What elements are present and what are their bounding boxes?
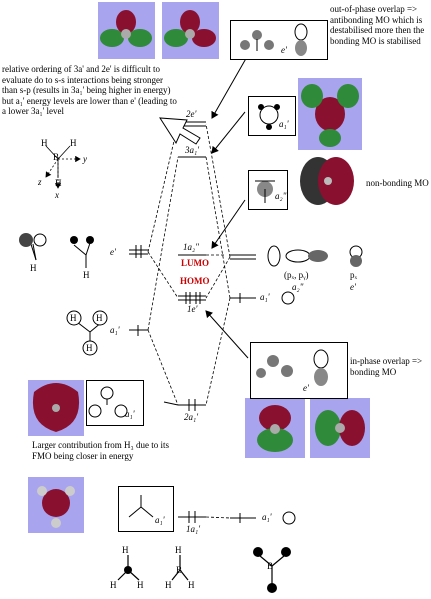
mo-image-1e-a [245, 398, 305, 458]
level-1a2pp: 1a₂" [183, 242, 199, 252]
bottom-h3: H [137, 580, 144, 590]
note-bonding: in-phase overlap => bonding MO [350, 356, 423, 377]
bottom-h5: H [165, 580, 172, 590]
bottom-h1: H [122, 545, 129, 555]
atom-h-label-1: H [41, 138, 48, 148]
level-2a1: 2a₁' [184, 412, 199, 422]
frag-right-a1-top: a₁' [260, 292, 270, 302]
h3-a1-h-3: H [86, 343, 93, 353]
mo-image-1e-b [310, 398, 370, 458]
h3-a1-h-1: H [70, 313, 77, 323]
mo-image-2e-a [98, 2, 155, 59]
mo-image-3a1 [298, 78, 362, 150]
note-nonbonding: non-bonding MO [366, 178, 429, 188]
frag-right-a1-bottom: a₁' [262, 512, 272, 522]
axis-z-label: z [38, 177, 42, 187]
box-a1-top: a₁' [248, 96, 296, 136]
box-a1-left: a₁' [86, 380, 144, 426]
box-a2pp-label: a₂" [275, 191, 287, 201]
mo-image-1a1 [28, 477, 84, 533]
atom-b-label: B [53, 152, 60, 162]
note-ordering: relative ordering of 3a' and 2e' is diff… [2, 64, 177, 116]
note-larger-contribution: Larger contribution from H₃ due to its F… [32, 440, 169, 461]
mo-image-2a1 [28, 380, 84, 436]
axis-x-label: x [55, 190, 59, 200]
atom-h-label-3: H [55, 178, 62, 188]
bottom-b2: B [267, 561, 274, 571]
h3-a1-orbital [62, 308, 110, 356]
bottom-h2: H [110, 580, 117, 590]
p-orbitals-graphic [266, 244, 376, 268]
box-e-bottom: e' [250, 342, 348, 399]
note-antibonding: out-of-phase overlap => antibonding MO w… [330, 4, 425, 46]
h3-e-orbital-a [16, 228, 48, 268]
box-a1-top-label: a₁' [279, 119, 289, 129]
box-a1-bottom: a₁' [118, 486, 174, 532]
pz-sym: e' [350, 282, 356, 292]
axis-y-label: y [83, 154, 87, 164]
level-1a1: 1a₁' [186, 524, 201, 534]
box-e-top: e' [230, 20, 328, 60]
mo-image-2e-b [162, 2, 219, 59]
level-3a1: 3a₁' [185, 145, 200, 155]
box-a2pp: a₂" [248, 170, 288, 210]
level-2e: 2e' [186, 109, 197, 119]
bottom-h6: H [188, 580, 195, 590]
atom-h-label-2: H [70, 138, 77, 148]
h3-e-orbital-a-h: H [30, 263, 37, 273]
h3-e-orbital-b [64, 232, 100, 268]
frag-left-a1: a₁' [110, 325, 120, 335]
mo-image-a2pp [298, 150, 358, 212]
p-xy-label: (pₓ, pᵧ) [284, 270, 309, 280]
h3-a1-h-2: H [96, 313, 103, 323]
pz-label: pₓ [350, 270, 358, 280]
box-e-top-label: e' [281, 45, 287, 55]
h3-e-orbital-b-h: H [83, 270, 90, 280]
homo-label: HOMO [180, 276, 210, 286]
lumo-label: LUMO [181, 258, 209, 268]
frag-left-e: e' [110, 247, 116, 257]
box-e-bottom-label: e' [303, 383, 309, 393]
box-a1-left-label: a₁' [125, 409, 135, 419]
level-1e: 1e' [187, 304, 198, 314]
bottom-h4: H [175, 545, 182, 555]
box-a1-bottom-label: a₁' [155, 515, 165, 525]
bottom-b1: B [176, 565, 183, 575]
p-xy-sym: a₂" [292, 282, 304, 292]
